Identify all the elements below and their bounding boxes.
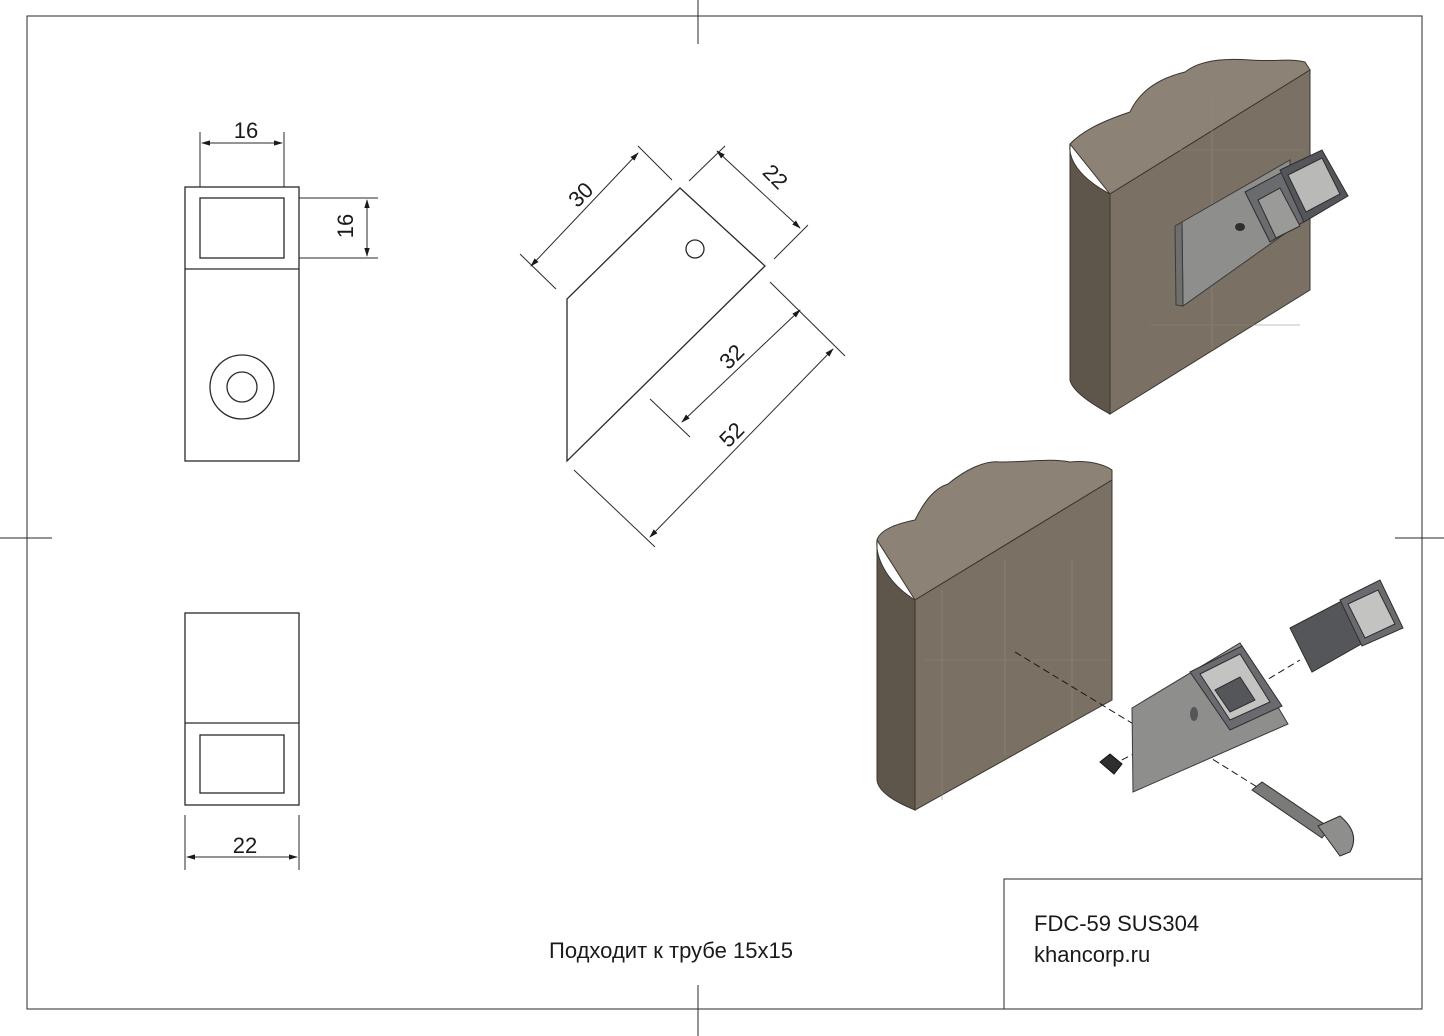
dim-top-height: 16 (299, 197, 378, 259)
part-number: FDC-59 SUS304 (1034, 911, 1199, 936)
sheet-frame (26, 15, 1423, 1010)
exploded-view (876, 459, 1404, 857)
dim-bottom-width: 22 (184, 815, 300, 870)
front-view (184, 186, 300, 462)
dim-top-width: 16 (199, 118, 285, 187)
dim-52: 52 (573, 348, 834, 548)
dim-32: 32 (649, 281, 846, 438)
dim-label-52: 52 (714, 417, 749, 452)
website: khancorp.ru (1034, 942, 1150, 967)
assembled-view (1069, 58, 1349, 415)
fit-note: Подходит к трубе 15х15 (549, 938, 793, 963)
dim-label-top-width: 16 (234, 118, 258, 143)
title-block (1003, 878, 1423, 1010)
bottom-view (184, 612, 300, 806)
side-view (566, 187, 766, 463)
dim-label-bottom-width: 22 (233, 833, 257, 858)
dim-label-22: 22 (758, 159, 793, 194)
dim-22: 22 (688, 145, 809, 260)
dim-label-30: 30 (563, 177, 598, 212)
dim-label-top-height: 16 (333, 214, 358, 238)
dim-label-32: 32 (714, 339, 749, 374)
